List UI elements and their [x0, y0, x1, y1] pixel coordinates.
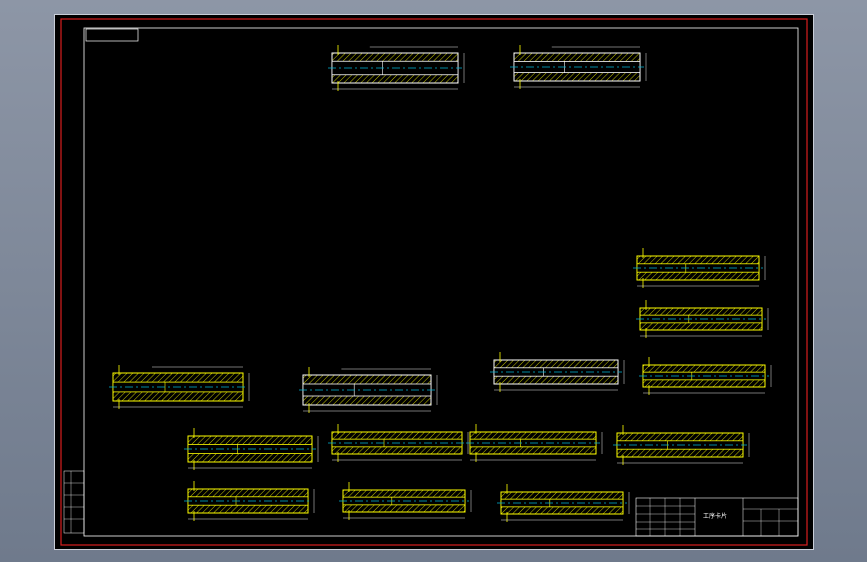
wall-hatch [332, 432, 462, 440]
wall-hatch [617, 433, 743, 441]
drawing-sheet: 工序卡片 [54, 14, 814, 550]
wall-hatch [188, 505, 308, 513]
wall-hatch [470, 432, 596, 440]
wall-hatch [637, 256, 759, 264]
wall-hatch [501, 506, 623, 514]
wall-hatch [514, 53, 640, 62]
wall-hatch [643, 365, 765, 373]
wall-hatch [470, 446, 596, 454]
wall-hatch [113, 373, 243, 383]
drawing-code-box [85, 28, 139, 42]
inner-border [83, 27, 799, 537]
wall-hatch [343, 504, 465, 512]
part-views [109, 45, 772, 522]
wall-hatch [494, 376, 618, 384]
wall-hatch [188, 489, 308, 497]
outer-frame [60, 18, 808, 546]
title-block: 工序卡片 [635, 497, 799, 537]
wall-hatch [332, 74, 458, 83]
wall-hatch [643, 379, 765, 387]
wall-hatch [640, 308, 762, 316]
wall-hatch [640, 322, 762, 330]
wall-hatch [188, 453, 312, 462]
wall-hatch [637, 272, 759, 280]
wall-hatch [113, 391, 243, 401]
wall-hatch [332, 446, 462, 454]
title-block-title: 工序卡片 [703, 512, 727, 520]
wall-hatch [514, 72, 640, 81]
wall-hatch [303, 375, 431, 384]
cad-drawing: 工序卡片 [60, 18, 808, 546]
wall-hatch [303, 396, 431, 405]
left-stamp-table [63, 470, 85, 534]
wall-hatch [332, 53, 458, 62]
wall-hatch [343, 490, 465, 498]
wall-hatch [617, 449, 743, 457]
wall-hatch [501, 492, 623, 500]
wall-hatch [188, 436, 312, 445]
wall-hatch [494, 360, 618, 368]
